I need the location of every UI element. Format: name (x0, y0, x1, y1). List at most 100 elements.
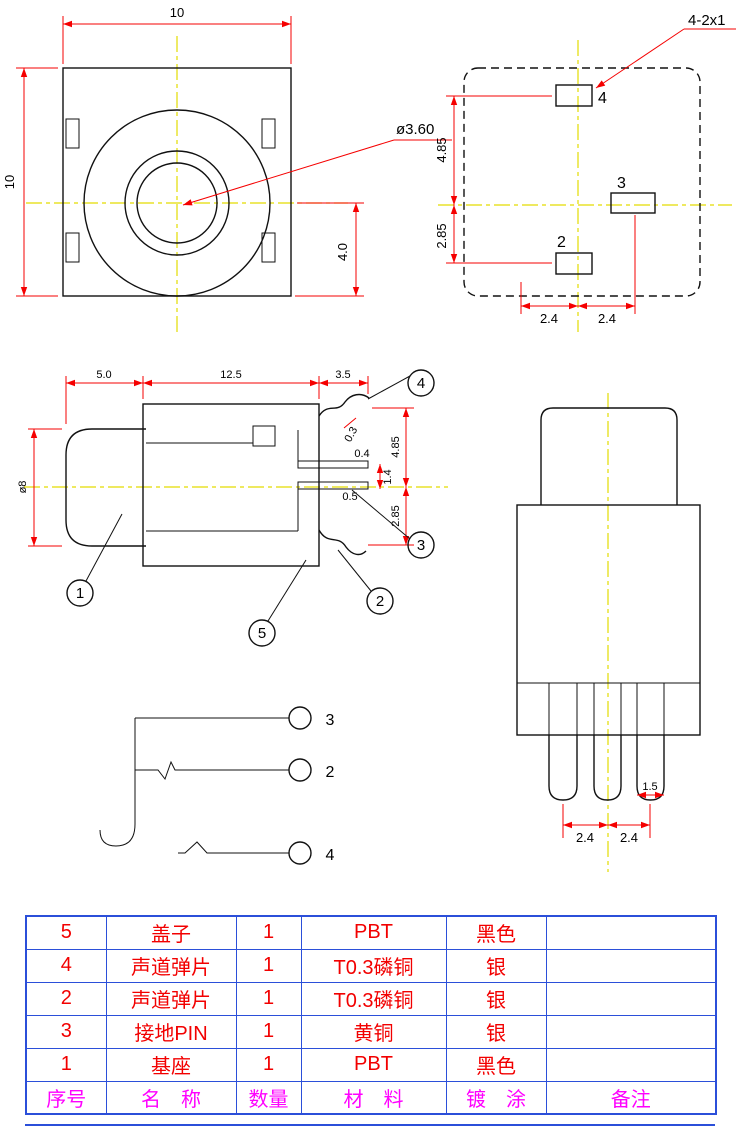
callout-5-label: 5 (258, 625, 266, 642)
bom-cell: 黑色 (445, 1047, 547, 1082)
bom-cell: 1 (235, 1014, 302, 1049)
bom-cell: 银 (445, 981, 547, 1016)
barrel-circle (83, 109, 271, 297)
dim-v-top-label: 4.85 (434, 137, 449, 162)
bom-cell: 1 (25, 1047, 107, 1082)
bom-cell: 接地PIN (105, 1014, 237, 1049)
bom-header-row: 序号 名 称 数量 材 料 镀 涂 备注 (25, 1080, 717, 1115)
leader-line (595, 28, 685, 89)
dim-pin-top-label: 0.4 (354, 448, 369, 460)
dim-v-top-label: 4.85 (390, 436, 402, 457)
spring-contact-bottom (318, 529, 367, 556)
left-bottom-tab (65, 232, 80, 263)
callout-1-bubble (66, 579, 94, 607)
bom-cell: 1 (235, 948, 302, 983)
bom-cell: 声道弹片 (105, 981, 237, 1016)
callout-leader (85, 513, 123, 582)
pad-4-label: 4 (598, 90, 607, 107)
callout-5-bubble (248, 619, 276, 647)
callout-1-label: 1 (76, 585, 84, 602)
bom-header-cell: 序号 (25, 1080, 107, 1115)
bom-cell: 黑色 (445, 915, 547, 950)
leg-left (548, 735, 578, 801)
bom-cell: 3 (25, 1014, 107, 1049)
tip-terminal (288, 706, 312, 730)
pad-note-label: 4-2x1 (688, 12, 726, 29)
right-top-tab (261, 118, 276, 149)
ring-contact-line (135, 760, 289, 781)
bom-row: 3 接地PIN 1 黄铜 银 (25, 1014, 717, 1049)
top-view: 10 10 ø3.60 4.0 (2, 5, 452, 332)
dim-pin-gap-label: 1.4 (382, 469, 394, 484)
leg-right (636, 735, 665, 801)
dim-h-right-label: 2.4 (598, 311, 616, 326)
bom-header-cell: 名 称 (105, 1080, 237, 1115)
dim-width-label: 10 (170, 5, 184, 20)
dim-offset-label: 4.0 (335, 243, 350, 261)
bom-cell: 基座 (105, 1047, 237, 1082)
sleeve-contact-line (178, 841, 289, 854)
bom-cell (545, 981, 717, 1016)
bom-cell: 2 (25, 981, 107, 1016)
bom-cell: 银 (445, 948, 547, 983)
side-view: 5.0 12.5 3.5 ø8 0.3 0.4 1.4 0.5 4.85 2.8… (17, 369, 448, 647)
dim-h-left-label: 2.4 (540, 311, 558, 326)
bom-cell (545, 1047, 717, 1082)
pad-3-label: 3 (617, 175, 626, 192)
center-pin-top (297, 460, 369, 469)
bom-table: 5 盖子 1 PBT 黑色 4 声道弹片 1 T0.3磷铜 银 2 声道弹片 1… (25, 915, 717, 1115)
body-outline (516, 504, 701, 736)
callout-leader (337, 549, 372, 592)
left-top-tab (65, 118, 80, 149)
dim-pitch-right-label: 2.4 (620, 830, 638, 845)
schematic-view: 3 2 4 (99, 706, 335, 865)
callout-2-label: 2 (376, 593, 384, 610)
bom-header-cell: 材 料 (300, 1080, 447, 1115)
dim-tick (343, 417, 357, 429)
pad-4 (555, 84, 593, 107)
dim-hole-label: ø3.60 (396, 121, 434, 138)
footprint-outline (463, 67, 701, 297)
tip-terminal-label: 3 (326, 712, 335, 729)
leader-line (182, 139, 395, 206)
pad-3 (610, 192, 656, 214)
sheet-border-line (25, 1124, 715, 1126)
bom-cell: 5 (25, 915, 107, 950)
sleeve-terminal (288, 841, 312, 865)
dim-pins-label: 3.5 (335, 369, 350, 381)
front-view: 1.5 2.4 2.4 (516, 393, 701, 872)
bom-row: 4 声道弹片 1 T0.3磷铜 银 (25, 948, 717, 983)
sleeve-hook-line (99, 718, 136, 847)
callout-leader (367, 375, 411, 400)
leg-middle (593, 735, 622, 801)
dim-v-bottom-label: 2.85 (390, 505, 402, 526)
bom-cell: T0.3磷铜 (300, 981, 447, 1016)
bom-cell: 4 (25, 948, 107, 983)
bom-cell: 声道弹片 (105, 948, 237, 983)
dim-pin-bottom-label: 0.5 (342, 491, 357, 503)
pad-2 (555, 252, 593, 275)
bom-cell: 1 (235, 981, 302, 1016)
dim-spring-label: 0.3 (342, 425, 360, 444)
callout-2-bubble (366, 587, 394, 615)
internal-detail (252, 425, 276, 447)
dim-barrel-label: 5.0 (96, 369, 111, 381)
callout-leader (351, 489, 411, 540)
bom-cell (545, 1014, 717, 1049)
bom-cell (545, 915, 717, 950)
ring-circle (124, 150, 230, 256)
ring-terminal (288, 758, 312, 782)
bom-cell: 黄铜 (300, 1014, 447, 1049)
bom-row: 1 基座 1 PBT 黑色 (25, 1047, 717, 1082)
dim-dia-label: ø8 (17, 481, 29, 494)
dim-body-label: 12.5 (220, 369, 241, 381)
bom-header-cell: 镀 涂 (445, 1080, 547, 1115)
bom-header-cell: 备注 (545, 1080, 717, 1115)
callout-3-bubble (407, 531, 435, 559)
knob-outline (540, 407, 678, 505)
pad-view: 4 3 2 4-2x1 4.85 2.85 2.4 2.4 (434, 12, 736, 332)
hole-circle (136, 162, 218, 244)
right-bottom-tab (261, 232, 276, 263)
